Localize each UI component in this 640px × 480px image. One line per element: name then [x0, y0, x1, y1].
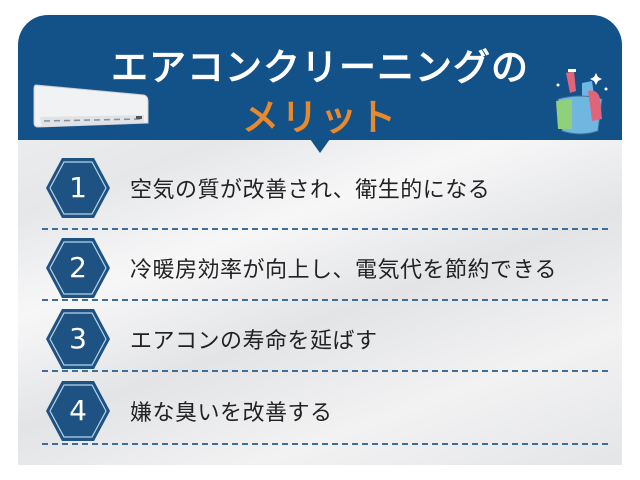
hexagon-badge-icon — [46, 309, 110, 369]
divider — [42, 228, 608, 230]
item-text: 空気の質が改善され、衛生的になる — [130, 178, 491, 203]
item-number: 4 — [69, 394, 87, 427]
item-number: 1 — [69, 171, 87, 204]
title-line-2: メリット — [242, 96, 398, 139]
divider — [42, 299, 608, 301]
item-text: エアコンの寿命を延ばす — [130, 329, 378, 354]
item-text: 冷暖房効率が向上し、電気代を節約できる — [130, 258, 558, 283]
air-conditioner-icon — [33, 84, 149, 128]
item-text: 嫌な臭いを改善する — [130, 401, 333, 426]
item-number: 2 — [69, 251, 87, 284]
cleaning-bucket-icon — [556, 69, 608, 135]
list-item: 2 冷暖房効率が向上し、電気代を節約できる — [18, 233, 622, 307]
title-line-1: エアコンクリーニングの — [111, 46, 529, 89]
hexagon-badge-icon — [46, 238, 110, 298]
list-item: 3 エアコンの寿命を延ばす — [18, 304, 622, 378]
header-pointer — [310, 139, 330, 153]
merit-card: エアコンクリーニングの メリット 1 空気の質が改善され、衛生的になる 2 冷 — [18, 15, 622, 465]
divider — [42, 370, 608, 372]
divider — [42, 443, 608, 445]
hexagon-badge-icon — [46, 381, 110, 441]
list-item: 4 嫌な臭いを改善する — [18, 376, 622, 450]
list-item: 1 空気の質が改善され、衛生的になる — [18, 153, 622, 227]
item-number: 3 — [69, 322, 87, 355]
hexagon-badge-icon — [46, 158, 110, 218]
header-banner: エアコンクリーニングの メリット — [18, 15, 622, 140]
